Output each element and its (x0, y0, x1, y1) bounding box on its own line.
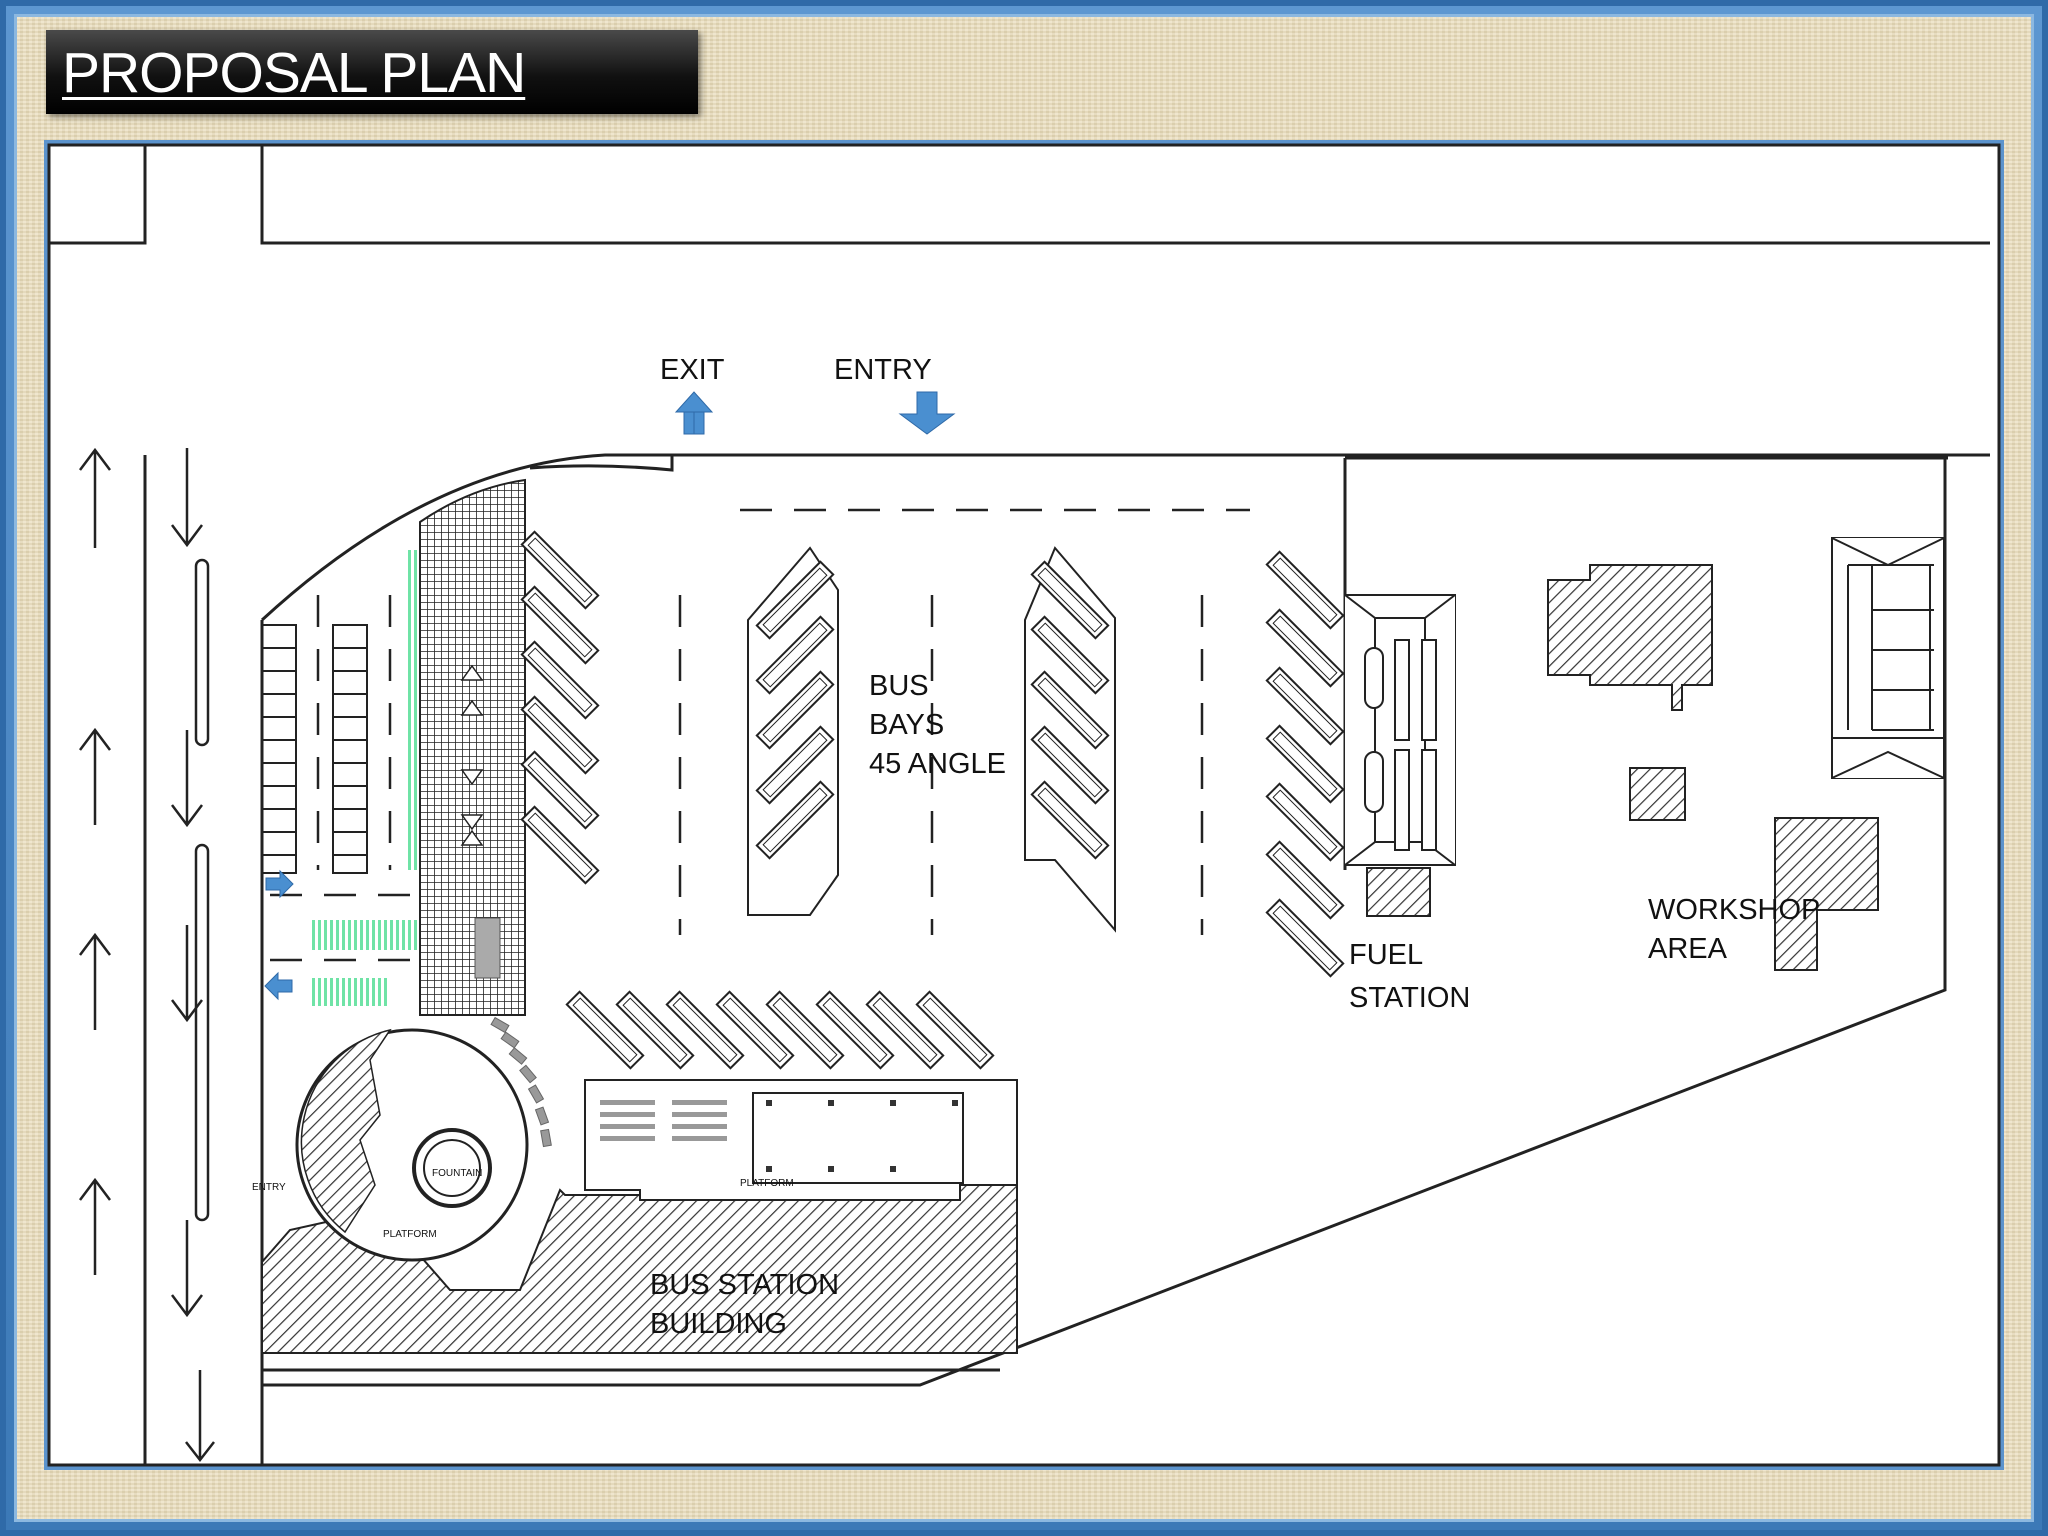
bus-bays-col2 (747, 546, 839, 916)
lane-markings (270, 508, 1250, 962)
traffic-arrows (79, 447, 215, 1463)
walkway-markers (460, 664, 484, 846)
blue-direction-arrows (264, 391, 956, 1001)
bus-bays-label-2: BAYS (869, 709, 944, 741)
building-label-2: BUILDING (650, 1308, 787, 1340)
platform-label-circle: PLATFORM (383, 1229, 437, 1240)
platform-shelter (752, 1092, 964, 1184)
platform-label-small: PLATFORM (740, 1178, 794, 1189)
parking-stalls (261, 624, 368, 874)
fuel-station-label-1: FUEL (1349, 939, 1423, 971)
walkway-stair (474, 917, 501, 979)
workshop-buildings (1547, 564, 1879, 971)
title-banner: PROPOSAL PLAN (46, 30, 698, 114)
slide-title: PROPOSAL PLAN (62, 41, 526, 105)
pedestrian-walkway (419, 478, 526, 1016)
workshop-shed (1831, 537, 1945, 779)
entry-label: ENTRY (834, 354, 932, 386)
fuel-station (1344, 594, 1456, 866)
fountain-inner (423, 1139, 481, 1197)
platform-ring-hatch (300, 1028, 392, 1234)
building-label-1: BUS STATION (650, 1269, 839, 1301)
fuel-station-label-2: STATION (1349, 982, 1470, 1014)
waiting-seats (600, 1100, 727, 1141)
workshop-label-1: WORKSHOP (1648, 894, 1820, 926)
bus-bays-col3 (1024, 546, 1116, 933)
bus-bays-label-1: BUS (869, 670, 929, 702)
fuel-kiosk (1366, 867, 1431, 917)
bus-bays-label-3: 45 ANGLE (869, 748, 1006, 780)
workshop-label-2: AREA (1648, 933, 1728, 965)
exit-label: EXIT (660, 354, 725, 386)
fountain-label: FOUNTAIN (432, 1168, 482, 1179)
shelter-posts (766, 1100, 958, 1172)
green-markings (310, 550, 420, 1006)
entry-label-small: ENTRY (252, 1182, 286, 1193)
